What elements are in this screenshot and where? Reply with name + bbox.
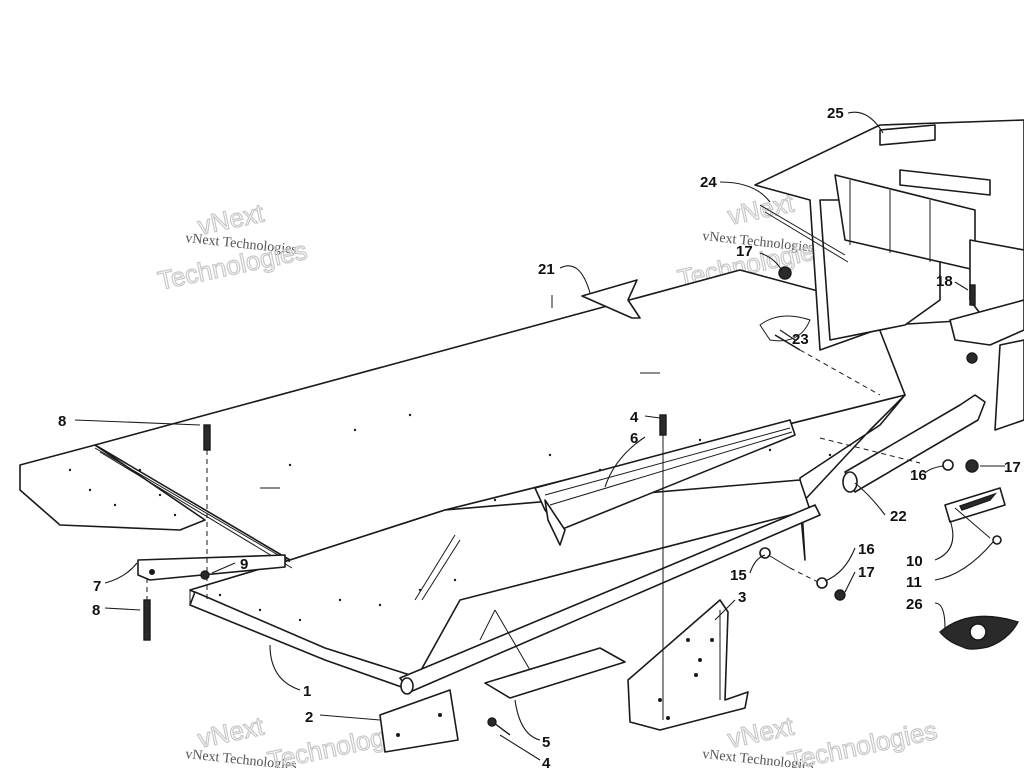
callout-6: 6: [630, 430, 638, 447]
callout-16: 16: [910, 467, 927, 484]
angled-brace-6: [534, 419, 796, 546]
strip-bracket-7: [137, 554, 286, 581]
nut-9: [200, 570, 210, 580]
callout-25: 25: [827, 105, 844, 122]
callout-5: 5: [542, 734, 550, 751]
front-cross-tube: [399, 504, 821, 695]
callout-8: 8: [58, 413, 66, 430]
watermark-bottom-right: vNext vNext Technologies Technologies: [702, 710, 941, 768]
callout-18: 18: [936, 273, 953, 290]
belly-pan-right-skirt: [799, 394, 906, 561]
rivet-8b: [143, 578, 151, 641]
callout-1: 1: [303, 683, 311, 700]
nose-bracket: [949, 299, 1024, 346]
bracket-3: [627, 599, 749, 731]
callout-3: 3: [738, 589, 746, 606]
watermark-large-1: vNext: [195, 711, 267, 754]
callout-17: 17: [736, 243, 753, 260]
washer-16a: [942, 459, 954, 471]
callout-16: 16: [858, 541, 875, 558]
watermark-large-2: Technologies: [785, 715, 940, 768]
emblem-26: [939, 615, 1020, 650]
bolt-15-assembly: [759, 547, 846, 601]
leader-lines: [74, 111, 1005, 761]
callouts: 8 7 8 9 1 2 4 5 4 6 21 3 15 16 17 22 16 …: [58, 105, 1021, 768]
callout-2: 2: [305, 709, 313, 726]
callout-17: 17: [858, 564, 875, 581]
belly-pan-assembly: [19, 269, 906, 691]
callout-11: 11: [906, 574, 922, 591]
rivet-8a: [203, 424, 211, 600]
bolt-11: [992, 535, 1002, 545]
callout-7: 7: [93, 578, 101, 595]
callout-17: 17: [1004, 459, 1021, 476]
rivet-4a: [659, 414, 667, 720]
callout-9: 9: [240, 556, 248, 573]
rear-tube-22: [819, 394, 986, 493]
plate-21: [581, 279, 641, 319]
washer-16b: [816, 577, 828, 589]
callout-26: 26: [906, 596, 923, 613]
plate-2: [379, 689, 459, 753]
callout-10: 10: [906, 553, 923, 570]
rivet-4b: [487, 717, 511, 736]
bolt-18: [969, 284, 976, 306]
bracket-10: [944, 487, 1006, 545]
callout-23: 23: [792, 331, 809, 348]
watermark-top-left: vNext vNext Technologies Technologies: [154, 197, 310, 297]
callout-22: 22: [890, 508, 907, 525]
nut-17b: [834, 589, 846, 601]
bolt-23: [759, 315, 881, 396]
callout-8: 8: [92, 602, 100, 619]
pad-5: [479, 609, 626, 699]
top-flange-25: [879, 124, 936, 146]
callout-21: 21: [538, 261, 555, 278]
callout-24: 24: [700, 174, 717, 191]
callout-15: 15: [730, 567, 747, 584]
callout-4: 4: [542, 755, 551, 768]
nut-17c: [965, 459, 979, 473]
callout-4: 4: [630, 409, 639, 426]
nose-pan-assembly: [754, 119, 1024, 431]
